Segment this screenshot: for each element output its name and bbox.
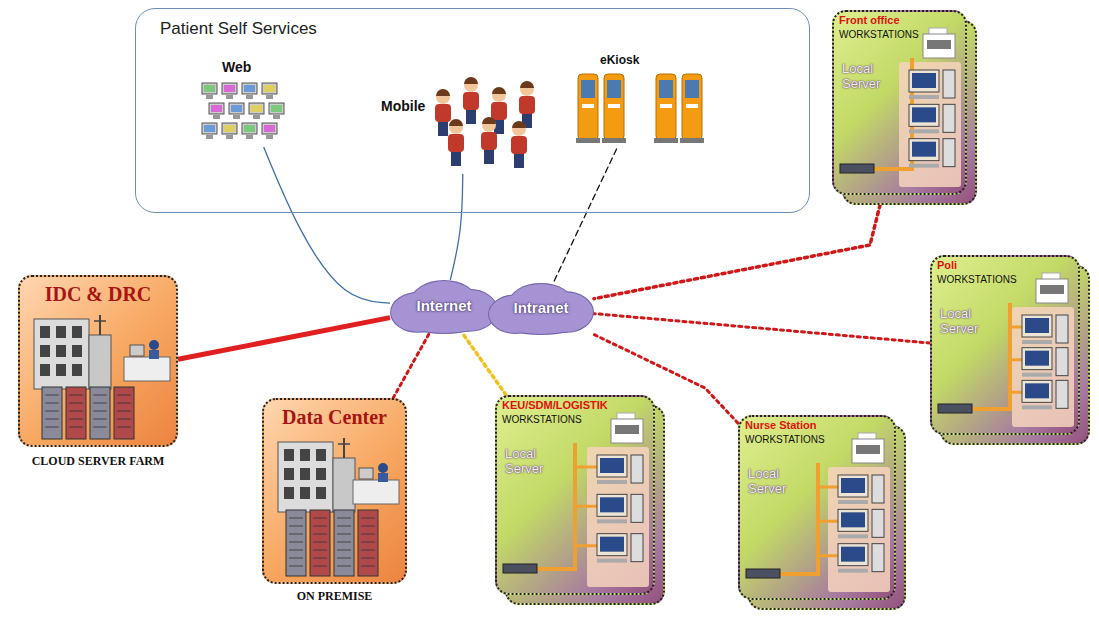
on-premise-data-center: Data Center ON PREMISE bbox=[262, 398, 407, 608]
node-label: WORKSTATIONS bbox=[745, 434, 825, 446]
node-label: Front office bbox=[839, 14, 900, 27]
network-link bbox=[178, 318, 390, 360]
network-link bbox=[594, 314, 930, 343]
self-service-group: Patient Self ServicesWebMobile eKiosk bbox=[135, 8, 810, 213]
node-label: Local Server bbox=[505, 447, 567, 477]
internet-cloud: Internet bbox=[390, 280, 498, 334]
node-label: Local Server bbox=[940, 307, 1002, 337]
node-label: WORKSTATIONS bbox=[502, 414, 582, 426]
mobile-users: Mobile bbox=[381, 64, 546, 174]
node-label: Internet bbox=[416, 297, 471, 314]
node-label: Data Center bbox=[282, 406, 387, 429]
workstation-illustration bbox=[497, 397, 655, 595]
intranet-cloud: Intranet bbox=[488, 283, 594, 335]
network-link bbox=[463, 334, 506, 395]
web-icon: Web bbox=[198, 59, 293, 147]
network-link bbox=[450, 174, 462, 280]
network-link bbox=[553, 149, 616, 283]
network-link bbox=[594, 205, 880, 299]
node-label: Poli bbox=[937, 259, 957, 272]
node-label: Mobile bbox=[381, 98, 425, 114]
workstation-group: KEU/SDM/LOGISTIK WORKSTATIONS Local Server bbox=[495, 395, 665, 605]
node-label: Web bbox=[222, 59, 251, 75]
node-label: WORKSTATIONS bbox=[839, 29, 919, 41]
network-link bbox=[393, 334, 429, 398]
node-label: WORKSTATIONS bbox=[937, 274, 1017, 286]
kiosk-icon bbox=[564, 54, 714, 149]
node-label: Intranet bbox=[513, 299, 568, 316]
workstation-group: Front officeWORKSTATIONS Local Server bbox=[832, 10, 977, 205]
node-label: Local Server bbox=[842, 62, 904, 92]
ekiosk-icon: eKiosk bbox=[564, 54, 714, 149]
workstation-group: Nurse StationWORKSTATIONS Local Server bbox=[738, 415, 906, 610]
node-label: CLOUD SERVER FARM bbox=[32, 455, 165, 469]
node-label: Nurse Station bbox=[745, 419, 817, 432]
node-label: Local Server bbox=[748, 467, 810, 497]
cloud-data-center: IDC & DRC CLOUD SERVER FARM bbox=[18, 275, 178, 475]
node-label: KEU/SDM/LOGISTIK bbox=[502, 399, 608, 412]
node-label: Patient Self Services bbox=[160, 19, 317, 39]
people-icon bbox=[381, 64, 546, 174]
node-label: eKiosk bbox=[600, 54, 639, 68]
node-label: IDC & DRC bbox=[45, 283, 152, 306]
node-label: ON PREMISE bbox=[297, 590, 373, 604]
workstation-group: PoliWORKSTATIONS Local Server bbox=[930, 255, 1090, 445]
network-link bbox=[264, 147, 390, 303]
